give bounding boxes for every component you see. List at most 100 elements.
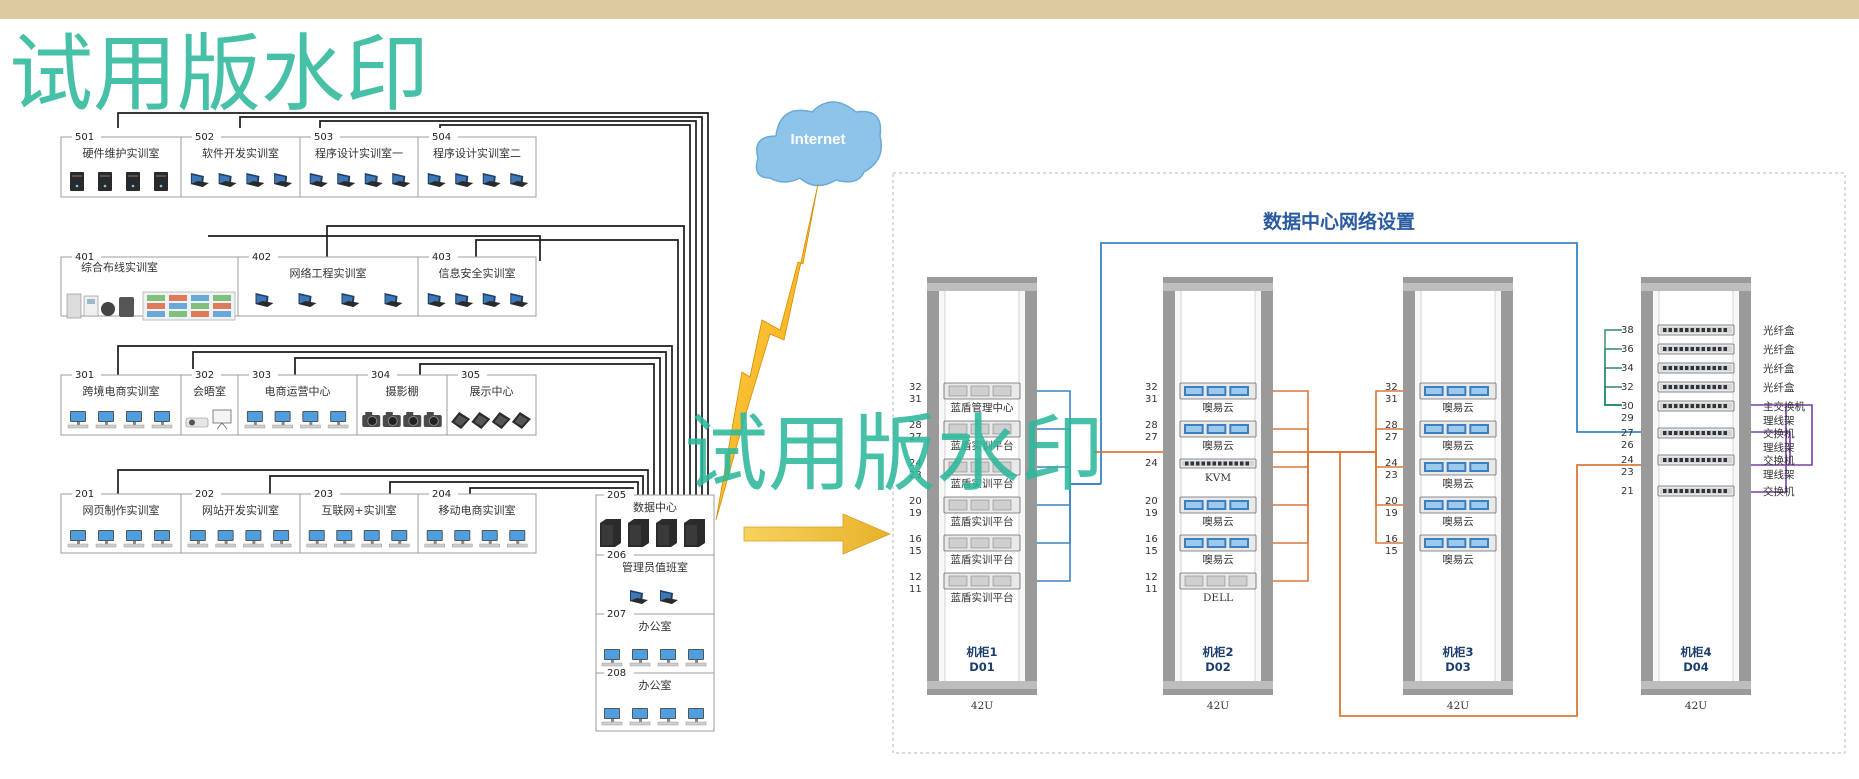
rack-bottom xyxy=(1163,681,1273,689)
rack-unit: 理线架 xyxy=(1763,468,1795,481)
u-number: 15 xyxy=(1385,546,1398,557)
desktop-pc-icon xyxy=(244,411,266,429)
room-number-bg xyxy=(249,369,278,379)
laptop-icon xyxy=(427,293,446,307)
tablet-icon xyxy=(511,412,531,429)
camera-icon xyxy=(403,412,422,427)
server-unit-icon xyxy=(943,572,1021,590)
rack-1: 机柜1D0142U蓝盾管理中心3231蓝盾实训平台2827蓝盾实训平台2423蓝… xyxy=(909,277,1037,712)
u-number: 20 xyxy=(909,496,922,507)
laptop-icon xyxy=(660,590,678,604)
desktop-pc-icon xyxy=(272,411,293,429)
floor-outline xyxy=(60,493,537,554)
desktop-pc-icon xyxy=(629,649,651,667)
unit-label: 噢易云 xyxy=(1202,515,1234,528)
projection-screen-icon xyxy=(212,409,232,430)
switch-unit-icon xyxy=(1657,362,1735,374)
room-name: 移动电商实训室 xyxy=(439,503,516,517)
desktop-pc-icon xyxy=(479,530,500,548)
rack-code: D01 xyxy=(969,660,995,674)
unit-label: 噢易云 xyxy=(1202,401,1234,414)
laptop-icon xyxy=(337,173,356,187)
laptop-icon xyxy=(255,293,274,307)
ethernet-cable xyxy=(326,225,685,495)
unit-label: 主交换机 xyxy=(1763,400,1805,413)
room-number-bg xyxy=(604,667,634,677)
rack-name: 机柜3 xyxy=(1442,645,1473,659)
u-number: 12 xyxy=(1145,572,1158,583)
unit-label: 理线架 xyxy=(1763,441,1795,454)
u-number: 16 xyxy=(1385,534,1398,545)
rack-size: 42U xyxy=(971,700,993,712)
laptop-icon xyxy=(218,173,237,187)
laptop-icon xyxy=(190,173,209,187)
rack3-cable xyxy=(1340,428,1413,453)
u-number: 19 xyxy=(1145,508,1158,519)
u-number: 29 xyxy=(1621,413,1634,424)
unit-label: 光纤盒 xyxy=(1763,343,1795,356)
tablet-icon xyxy=(471,412,491,429)
server-unit-icon xyxy=(943,534,1021,552)
ethernet-cable xyxy=(475,239,679,495)
server-unit-icon xyxy=(1419,420,1497,438)
server-unit-icon xyxy=(1179,496,1257,514)
cabling-equipment-icon xyxy=(66,291,236,321)
server-unit-icon xyxy=(1179,572,1257,590)
u-number: 19 xyxy=(1385,508,1398,519)
server-unit-icon xyxy=(1179,382,1257,400)
desktop-pc-icon xyxy=(507,530,528,548)
fiber-patch-cable xyxy=(1604,348,1622,406)
u-number: 12 xyxy=(909,572,922,583)
room-number: 402 xyxy=(252,252,271,263)
ethernet-cable xyxy=(269,475,644,495)
unit-label: 光纤盒 xyxy=(1763,381,1795,394)
room-name: 网站开发实训室 xyxy=(202,503,279,517)
room-number-bg xyxy=(72,369,101,379)
desktop-pc-icon xyxy=(300,411,321,429)
u-number: 26 xyxy=(1621,440,1634,451)
ethernet-cable xyxy=(439,124,691,495)
u-number: 32 xyxy=(1621,382,1634,393)
room-number-bg xyxy=(192,369,221,379)
unit-label: 交换机 xyxy=(1763,485,1795,498)
tower-pc-icon xyxy=(154,172,168,191)
unit-label: 蓝盾实训平台 xyxy=(951,515,1014,528)
rack2-cable xyxy=(1258,451,1340,582)
room-number-bg xyxy=(429,488,458,498)
u-number: 23 xyxy=(1621,467,1634,478)
rack-bottom xyxy=(1641,681,1751,689)
room-number-bg xyxy=(192,488,221,498)
room-number-bg xyxy=(249,251,278,261)
desktop-pc-icon xyxy=(657,649,679,667)
room-number: 304 xyxy=(371,370,390,381)
room-number: 208 xyxy=(607,668,626,679)
desktop-pc-icon xyxy=(215,530,236,548)
server-unit-icon xyxy=(943,420,1021,438)
ethernet-cable xyxy=(117,345,673,495)
rack-rails xyxy=(1420,284,1496,688)
server-unit-icon xyxy=(1419,534,1497,552)
room-number: 403 xyxy=(432,252,451,263)
laptop-icon xyxy=(510,173,529,187)
u-number: 31 xyxy=(909,394,922,405)
rack-top xyxy=(1641,283,1751,291)
u-number: 27 xyxy=(909,432,922,443)
camera-icon xyxy=(362,412,381,427)
unit-label: 噢易云 xyxy=(1202,553,1234,566)
rack3-cable xyxy=(1340,451,1413,544)
internet-link-bolt xyxy=(715,183,819,521)
